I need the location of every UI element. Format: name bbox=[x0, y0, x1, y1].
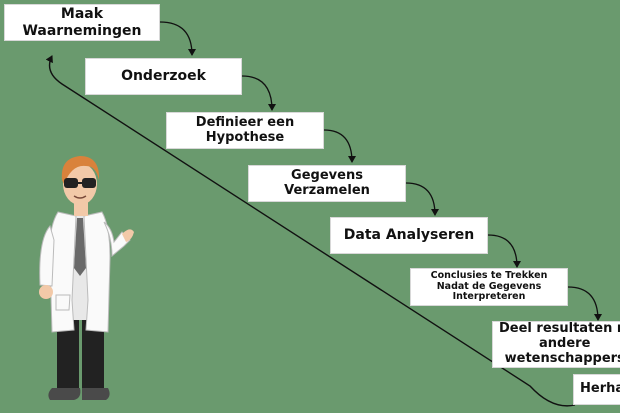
step-analyze-data: Data Analyseren bbox=[330, 217, 488, 254]
right-hand bbox=[122, 229, 134, 242]
scientist-figure bbox=[39, 156, 134, 400]
return-arrow bbox=[45, 55, 576, 407]
right-arm bbox=[103, 221, 131, 258]
left-arm bbox=[39, 224, 55, 287]
tie bbox=[74, 218, 86, 276]
left-hand bbox=[39, 285, 53, 299]
step-share-results: Deel resultaten m andere wetenschappers bbox=[492, 321, 620, 368]
left-shoe bbox=[48, 388, 81, 400]
right-shoe bbox=[82, 388, 110, 400]
connector-arrow-1 bbox=[159, 21, 196, 56]
goggles-icon bbox=[64, 178, 78, 188]
right-leg bbox=[82, 315, 104, 390]
connector-arrow-3 bbox=[323, 129, 356, 163]
step-repeat: Herha bbox=[573, 374, 620, 405]
step-collect-data: Gegevens Verzamelen bbox=[248, 165, 406, 202]
left-leg bbox=[57, 315, 79, 390]
step-research: Onderzoek bbox=[85, 58, 242, 95]
step-draw-conclusions: Conclusies te Trekken Nadat de Gegevens … bbox=[410, 268, 568, 306]
connector-arrow-2 bbox=[241, 75, 276, 111]
mouth bbox=[73, 195, 87, 199]
connector-arrow-6 bbox=[567, 286, 602, 321]
connector-arrow-4 bbox=[405, 182, 439, 216]
hair bbox=[61, 156, 100, 184]
connector-arrow-5 bbox=[487, 234, 521, 268]
lab-coat bbox=[49, 211, 77, 333]
step-define-hypothesis: Definieer een Hypothese bbox=[166, 112, 324, 149]
step-make-observations: Maak Waarnemingen bbox=[4, 4, 160, 41]
